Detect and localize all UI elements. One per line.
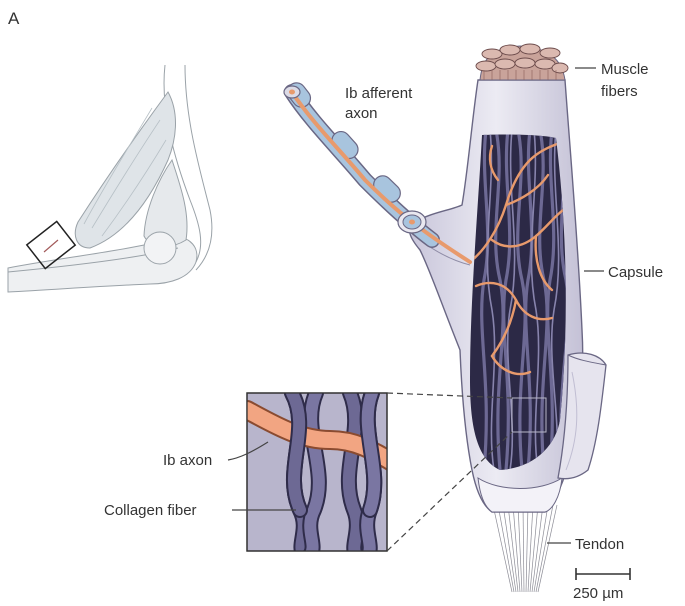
label-capsule: Capsule	[584, 264, 663, 281]
muscle-fibers-label-line2: fibers	[601, 83, 638, 100]
label-tendon: Tendon	[547, 536, 624, 553]
scale-bar: 250 µm	[573, 568, 630, 602]
ib-axon-label: Ib axon	[163, 452, 212, 469]
panel-letter: A	[8, 9, 20, 28]
collagen-fiber-label: Collagen fiber	[104, 502, 197, 519]
ib-afferent-label-line2: axon	[345, 105, 378, 122]
scale-bar-label: 250 µm	[573, 585, 623, 602]
label-muscle-fibers: Muscle fibers	[575, 61, 649, 100]
capsule-label: Capsule	[608, 264, 663, 281]
muscle-fiber-bundle	[476, 44, 568, 80]
muscle-fibers-label-line1: Muscle	[601, 61, 649, 78]
ib-afferent-label-line1: Ib afferent	[345, 85, 413, 102]
tendon-label: Tendon	[575, 536, 624, 553]
tendon-fibers	[493, 505, 557, 592]
arm-illustration	[8, 65, 212, 292]
label-ib-afferent-axon: Ib afferent axon	[345, 85, 413, 122]
